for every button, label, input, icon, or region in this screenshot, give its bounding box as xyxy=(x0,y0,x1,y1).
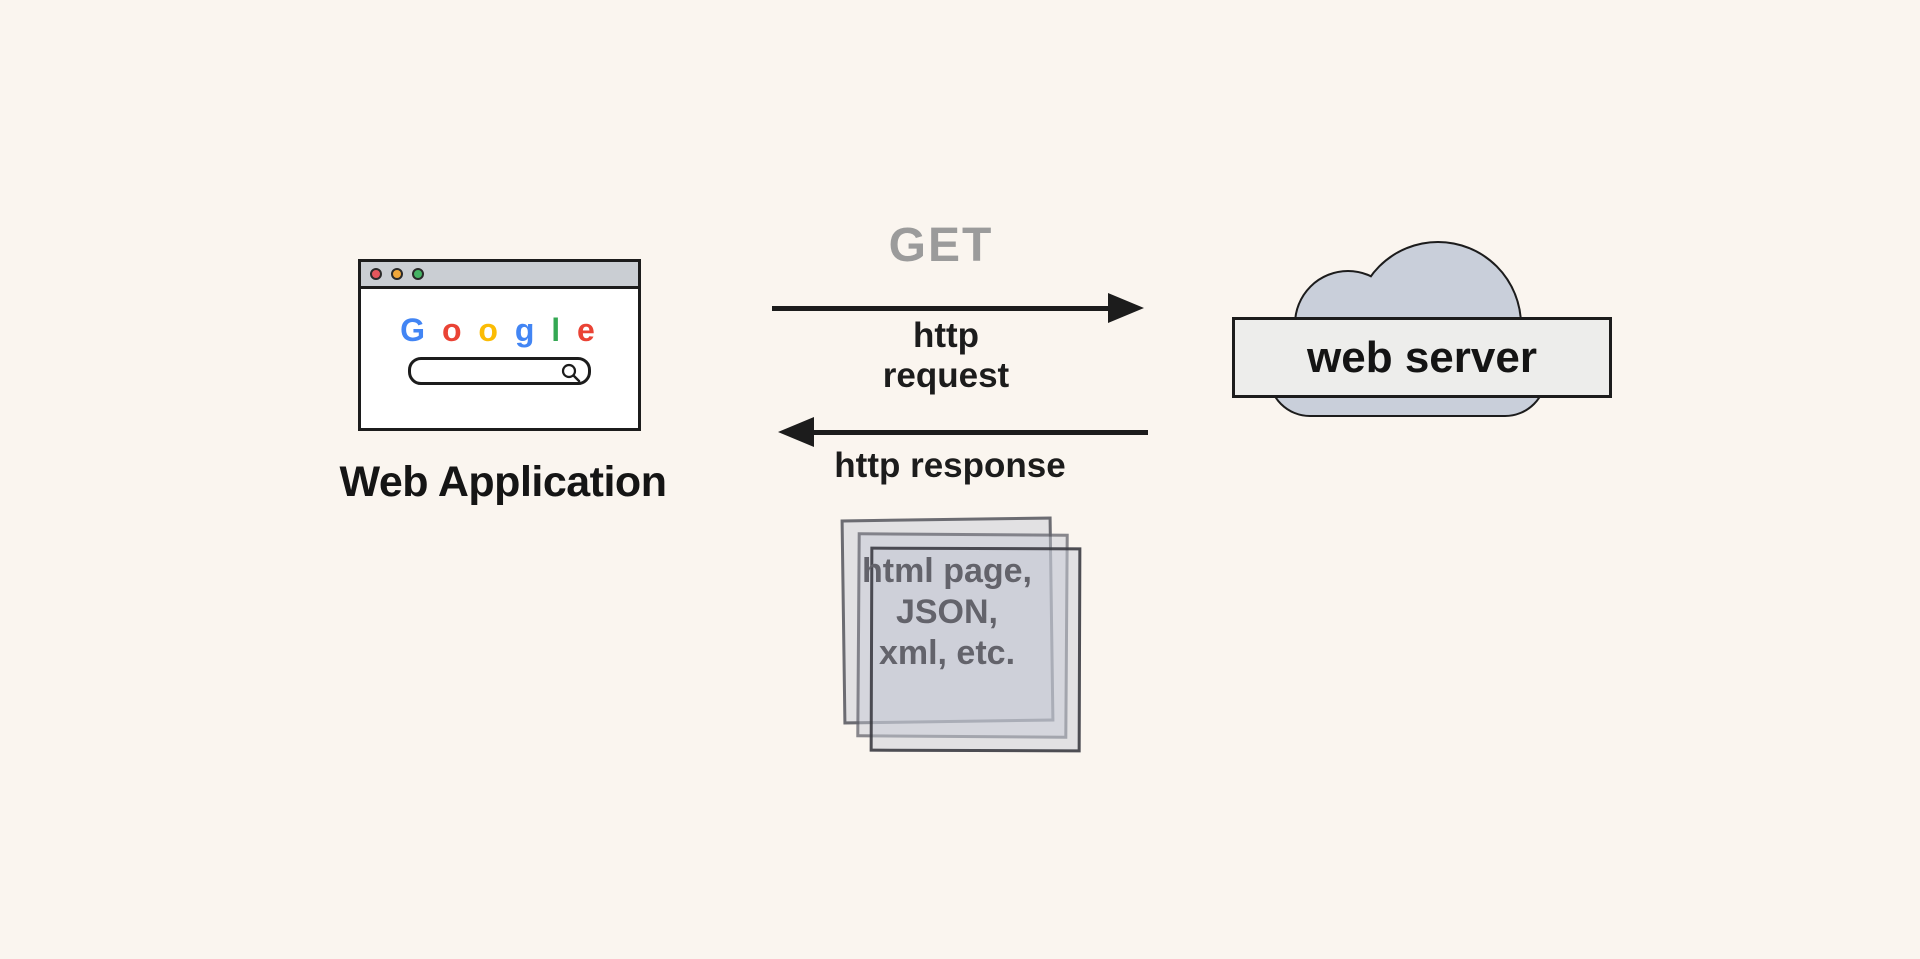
response-arrow xyxy=(778,417,1148,448)
web-application-label: Web Application xyxy=(339,458,667,506)
payload-line: JSON, xyxy=(895,593,999,631)
web-server-box: web server xyxy=(1232,317,1612,398)
browser-window: G o o g l e xyxy=(358,259,641,431)
logo-letter: l xyxy=(551,312,565,348)
http-response-label: http response xyxy=(834,446,1066,485)
search-icon xyxy=(561,363,581,383)
logo-letter: o xyxy=(478,312,502,348)
http-method-label: GET xyxy=(888,219,994,272)
request-arrow-line xyxy=(772,306,1114,311)
payload-line: xml, etc. xyxy=(878,634,1016,672)
http-request-label: http request xyxy=(882,316,1010,395)
window-maximize-icon xyxy=(412,268,424,280)
web-server-label: web server xyxy=(1307,332,1537,382)
browser-body: G o o g l e xyxy=(361,314,638,385)
browser-titlebar xyxy=(361,262,638,289)
window-close-icon xyxy=(370,268,382,280)
response-arrow-line xyxy=(808,430,1148,435)
search-input[interactable] xyxy=(408,357,591,385)
logo-letter: e xyxy=(577,312,599,348)
logo-letter: G xyxy=(400,312,430,348)
request-arrow xyxy=(772,293,1144,324)
window-minimize-icon xyxy=(391,268,403,280)
payload-line: html page, xyxy=(861,552,1033,590)
request-arrowhead-icon xyxy=(1108,293,1144,323)
logo-letter: g xyxy=(514,312,539,348)
logo-letter: o xyxy=(441,312,466,348)
response-payload-label: html page, JSON, xml, etc. xyxy=(847,551,1047,674)
google-logo: G o o g l e xyxy=(361,314,638,346)
